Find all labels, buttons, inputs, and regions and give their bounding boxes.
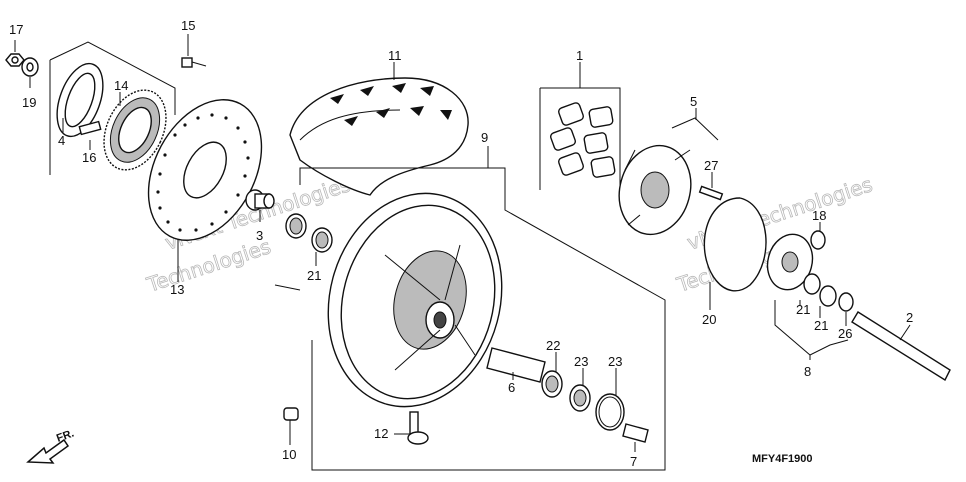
callout-13: 13 xyxy=(170,282,184,297)
part-20-snap-ring xyxy=(703,197,767,292)
part-25-o-ring xyxy=(595,393,625,431)
callout-23-b: 23 xyxy=(574,354,588,369)
part-4-pulser-ring xyxy=(56,62,104,138)
part-19-washer xyxy=(21,57,39,77)
callout-8: 8 xyxy=(804,364,811,379)
callout-20: 20 xyxy=(702,312,716,327)
part-9-wheel-rim xyxy=(327,192,503,408)
callout-6: 6 xyxy=(508,380,515,395)
part-1-damper-rubbers xyxy=(550,102,616,178)
part-17-nut xyxy=(5,53,25,67)
callout-12: 12 xyxy=(374,426,388,441)
part-23-bearing-2 xyxy=(569,384,591,412)
callout-7: 7 xyxy=(630,454,637,469)
callout-1: 1 xyxy=(576,48,583,63)
part-8-wheel-hub xyxy=(766,233,814,291)
callout-19: 19 xyxy=(22,95,36,110)
callout-4: 4 xyxy=(58,133,65,148)
callout-25: 23 xyxy=(608,354,622,369)
watermark-text-left-2: Technologies xyxy=(143,234,274,297)
bracket-group-9 xyxy=(274,158,666,471)
front-arrow-icon xyxy=(26,438,70,464)
front-label: FR. xyxy=(55,427,76,444)
callout-11: 11 xyxy=(388,48,402,63)
part-27-stud-bolt xyxy=(698,185,724,201)
callout-5: 5 xyxy=(690,94,697,109)
part-18-dust-seal xyxy=(810,230,826,250)
bracket-group-5 xyxy=(671,117,719,141)
callout-21-a: 21 xyxy=(796,302,810,317)
bracket-group-1 xyxy=(539,78,621,200)
part-21-bearing-2 xyxy=(819,285,837,307)
part-13-brake-disc xyxy=(147,99,263,241)
callout-9: 9 xyxy=(481,130,488,145)
diagram-code: MFY4F1900 xyxy=(752,453,813,465)
callout-26: 26 xyxy=(838,326,852,341)
leader-lines xyxy=(14,34,911,452)
callout-17: 17 xyxy=(9,22,23,37)
callout-2: 2 xyxy=(906,310,913,325)
part-14-sensor-rotor xyxy=(103,89,167,171)
part-26-o-ring xyxy=(838,292,854,312)
part-15-bolt xyxy=(181,57,207,68)
callout-27: 27 xyxy=(704,158,718,173)
part-22-bearing-left xyxy=(285,213,307,239)
callout-14: 14 xyxy=(114,78,128,93)
part-6-distance-collar xyxy=(486,347,546,383)
bracket-group-8 xyxy=(774,300,849,360)
callout-18: 18 xyxy=(812,208,826,223)
part-3-collar xyxy=(245,189,275,211)
callout-22: 21 xyxy=(307,268,321,283)
part-23-bearing-1 xyxy=(541,370,563,398)
part-22-bearing xyxy=(311,227,333,253)
part-2-rear-axle xyxy=(851,311,951,382)
part-7-collar xyxy=(622,423,649,443)
part-10-balance-weight xyxy=(283,407,299,421)
callout-3: 3 xyxy=(256,228,263,243)
callout-10: 10 xyxy=(282,447,296,462)
callout-15: 15 xyxy=(181,18,195,33)
part-21-bearing-1 xyxy=(803,273,821,295)
part-5-final-driven-flange xyxy=(618,144,692,236)
callout-16: 16 xyxy=(82,150,96,165)
part-16-bolt xyxy=(78,120,102,136)
front-direction-indicator: FR. xyxy=(26,427,76,464)
part-11-tire xyxy=(289,77,469,196)
callout-21-b: 21 xyxy=(814,318,828,333)
callout-23-a: 22 xyxy=(546,338,560,353)
bracket-group-4 xyxy=(49,41,176,175)
part-12-air-valve xyxy=(407,411,429,445)
callout-labels: 17 19 4 14 16 15 11 13 3 21 9 6 22 23 23… xyxy=(9,18,913,469)
